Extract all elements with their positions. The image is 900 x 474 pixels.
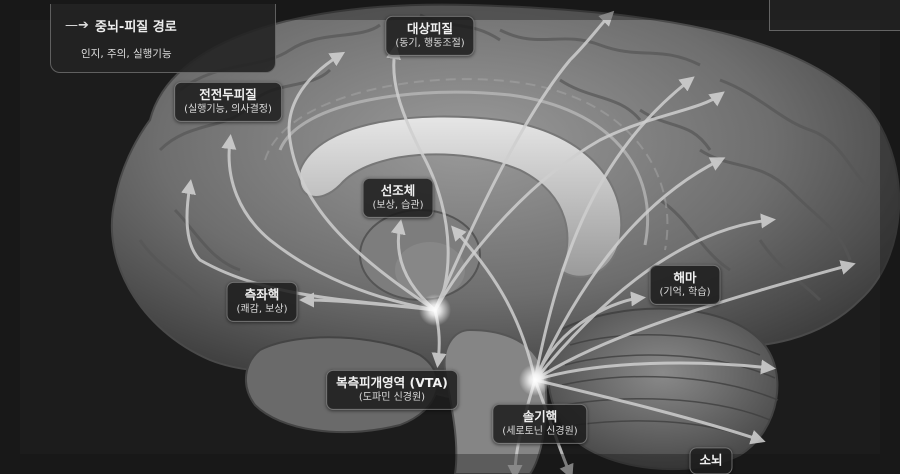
label-cingulate: 대상피질 (동기, 행동조절) — [385, 16, 474, 56]
label-cerebellum: 소뇌 — [689, 447, 732, 474]
legend-subtitle: 인지, 주의, 실행기능 — [81, 46, 172, 61]
legend-title: 중뇌-피질 경로 — [95, 16, 177, 35]
arrow-right-icon: —➔ — [65, 18, 89, 33]
vta-glow — [419, 294, 451, 326]
label-hippocampus: 해마 (기억, 학습) — [650, 265, 721, 305]
label-striatum: 선조체 (보상, 습관) — [363, 178, 434, 218]
brainstem — [445, 330, 547, 474]
raphe-glow — [519, 364, 551, 396]
label-prefrontal: 전전두피질 (실행기능, 의사결정) — [174, 82, 282, 122]
top-right-panel — [769, 0, 900, 31]
legend-box: —➔ 중뇌-피질 경로 인지, 주의, 실행기능 — [50, 4, 276, 73]
label-accumbens: 측좌핵 (쾌감, 보상) — [227, 282, 298, 322]
label-raphe: 솔기핵 (세로토닌 신경원) — [492, 404, 587, 444]
label-vta: 복측피개영역 (VTA) (도파민 신경원) — [326, 370, 458, 410]
